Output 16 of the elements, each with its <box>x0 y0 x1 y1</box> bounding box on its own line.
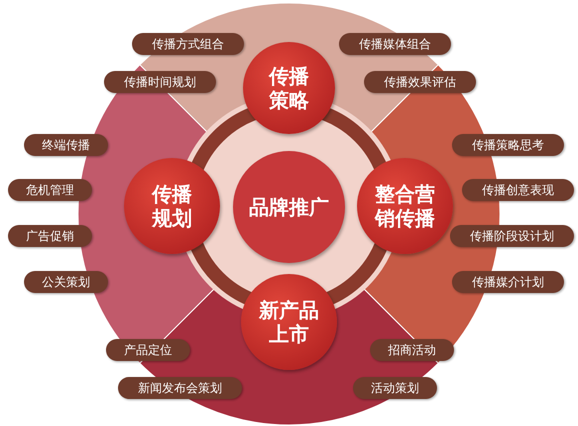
topic-pill: 广告促销 <box>8 225 92 247</box>
topic-pill: 传播时间规划 <box>104 71 216 93</box>
topic-pill: 公关策划 <box>24 271 108 293</box>
topic-pill: 传播阶段设计划 <box>450 225 574 247</box>
topic-pill: 招商活动 <box>370 339 454 361</box>
topic-pill: 传播策略思考 <box>452 134 564 156</box>
topic-pill: 活动策划 <box>353 377 437 399</box>
topic-pill: 终端传播 <box>24 134 108 156</box>
topic-pill: 传播效果评估 <box>364 71 476 93</box>
topic-pill: 传播创意表现 <box>462 179 574 201</box>
topic-pill: 产品定位 <box>106 339 190 361</box>
topic-pill: 新闻发布会策划 <box>118 377 242 399</box>
topic-pill: 传播媒介计划 <box>452 271 564 293</box>
topic-pill: 传播方式组合 <box>132 33 244 55</box>
topic-pill: 危机管理 <box>8 179 92 201</box>
topic-pill: 传播媒体组合 <box>339 33 451 55</box>
